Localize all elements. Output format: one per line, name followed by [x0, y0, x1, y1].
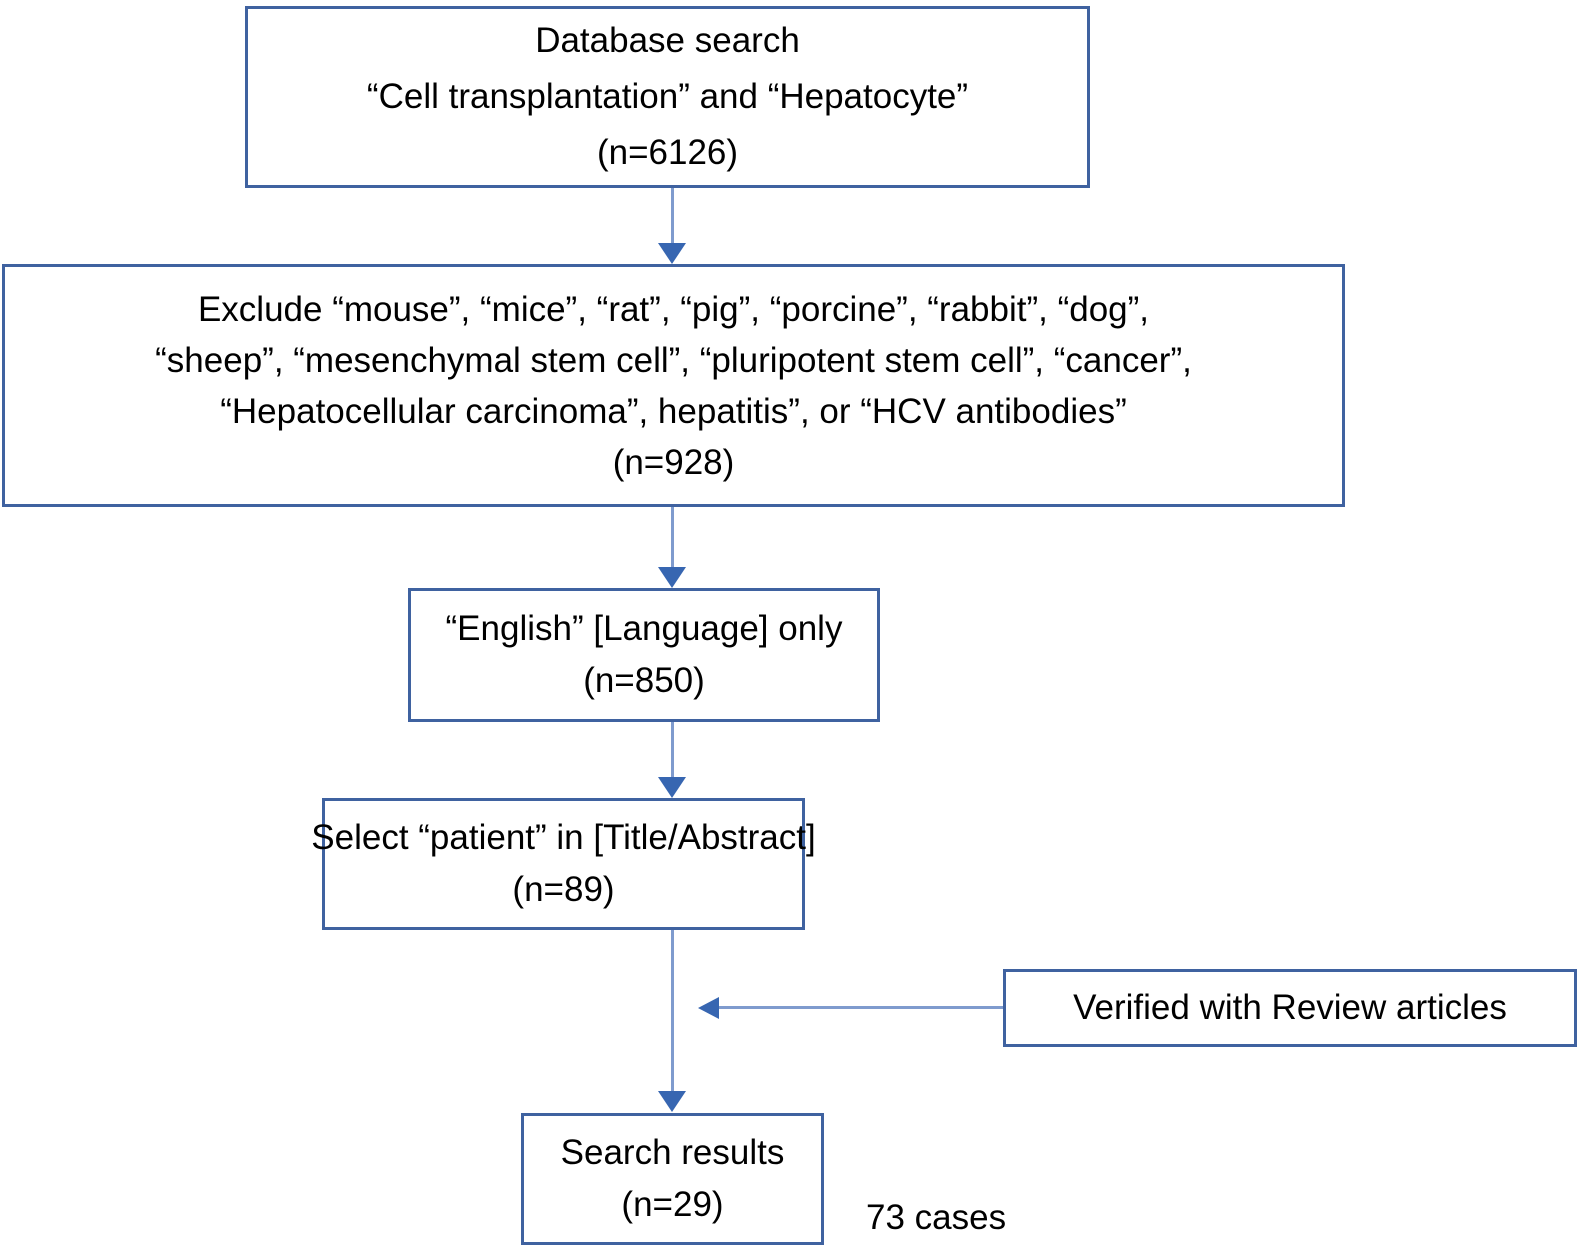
node-text: “Cell transplantation” and “Hepatocyte” — [366, 77, 969, 116]
arrow-down-icon — [658, 1091, 686, 1112]
node-count: (n=850) — [583, 661, 705, 700]
arrow-down-icon — [658, 243, 686, 264]
node-text: Select “patient” in [Title/Abstract] — [311, 818, 816, 857]
arrow-down-icon — [658, 567, 686, 588]
node-text: “Hepatocellular carcinoma”, hepatitis”, … — [220, 391, 1127, 431]
connector-line-select-to-results — [671, 930, 674, 1093]
node-text: Verified with Review articles — [1073, 988, 1507, 1027]
cases-count-label: 73 cases — [866, 1198, 1007, 1237]
arrow-left-icon — [698, 997, 719, 1019]
connector-line-english-to-select — [671, 722, 674, 779]
node-count: (n=89) — [512, 870, 615, 909]
node-count: (n=928) — [612, 442, 735, 482]
node-text: Exclude “mouse”, “mice”, “rat”, “pig”, “… — [197, 289, 1150, 329]
arrow-down-icon — [658, 777, 686, 798]
node-search-results: Search results (n=29) — [521, 1113, 824, 1245]
node-text: Search results — [560, 1133, 785, 1172]
connector-line-exclude-to-english — [671, 507, 674, 568]
node-select-patient: Select “patient” in [Title/Abstract] (n=… — [311, 798, 816, 930]
node-text: Database search — [535, 21, 800, 60]
node-verified-review: Verified with Review articles — [1003, 969, 1577, 1047]
node-text: “sheep”, “mesenchymal stem cell”, “pluri… — [155, 340, 1192, 380]
node-count: (n=29) — [621, 1185, 724, 1224]
node-database-search: Database search “Cell transplantation” a… — [245, 6, 1090, 188]
node-count: (n=6126) — [596, 133, 739, 172]
connector-line-verified-to-flow — [719, 1006, 1003, 1009]
node-english-only: “English” [Language] only (n=850) — [408, 588, 880, 722]
node-text: “English” [Language] only — [445, 609, 843, 648]
node-exclude-terms: Exclude “mouse”, “mice”, “rat”, “pig”, “… — [2, 264, 1345, 507]
connector-line-database-to-exclude — [671, 188, 674, 246]
